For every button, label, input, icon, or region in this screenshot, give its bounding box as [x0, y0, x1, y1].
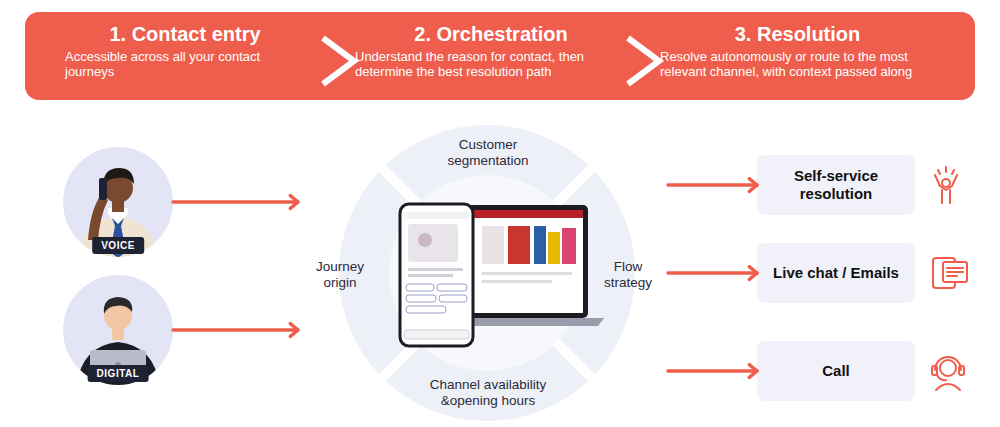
- chat-icon: [933, 258, 967, 288]
- segment-label: Journey origin: [298, 259, 382, 291]
- icon-head: [942, 179, 950, 187]
- phone-frame: [400, 204, 473, 346]
- text-line: [408, 274, 453, 277]
- icon-headband: [935, 357, 961, 370]
- step-description: Resolve autonomously or route to the mos…: [660, 49, 935, 79]
- ring-segment: Journey origin: [298, 150, 382, 400]
- icon-device: [933, 258, 955, 288]
- steps-band: [25, 12, 975, 100]
- ring-divider: [382, 168, 592, 378]
- icon-shoulders: [936, 384, 960, 390]
- chat-button: [406, 284, 434, 291]
- chat-button: [406, 306, 446, 313]
- arrow-head: [290, 324, 298, 337]
- chat-button: [439, 295, 467, 302]
- step-band: 1. Contact entryAccessible across all yo…: [65, 22, 305, 98]
- segment-label: Customer segmentation: [418, 137, 558, 169]
- ring-divider: [382, 168, 592, 378]
- ring-segment: Customer segmentation: [418, 134, 558, 172]
- laptop-screen: [473, 210, 583, 313]
- icon-rays: [938, 167, 954, 174]
- channel-circle: VOICE: [63, 147, 173, 257]
- chat-image-detail: [418, 233, 432, 247]
- phone-mockup: [400, 204, 473, 346]
- product-image: [562, 228, 576, 264]
- chat-image: [408, 224, 458, 262]
- flow-arrow: [173, 324, 298, 337]
- chevron: [323, 38, 354, 84]
- arrow-head: [749, 267, 757, 280]
- laptop-base: [452, 318, 604, 326]
- chat-button: [406, 295, 436, 302]
- flow-arrow: [173, 196, 298, 209]
- self-service-icon: [935, 167, 957, 203]
- product-image: [508, 226, 530, 264]
- chevron: [628, 38, 659, 84]
- channel-badge: DIGITAL: [88, 365, 149, 382]
- arrow-line: [173, 328, 298, 332]
- icon-earpad: [959, 366, 964, 375]
- channel-badge: VOICE: [92, 237, 144, 254]
- site-header: [473, 210, 583, 218]
- product-image: [548, 232, 560, 264]
- ring-center: [389, 175, 585, 371]
- ring-segment: Flow strategy: [588, 150, 668, 400]
- phone-header: [404, 212, 469, 219]
- arrow-line: [668, 369, 757, 373]
- call-icon: [932, 357, 964, 390]
- resolution-label: Live chat / Emails: [773, 264, 899, 282]
- arrow-line: [173, 200, 298, 204]
- text-line: [408, 268, 463, 271]
- product-image: [482, 226, 504, 264]
- chat-input: [404, 330, 469, 339]
- icon-head: [940, 360, 956, 376]
- step-description: Accessible across all your contact journ…: [65, 49, 305, 79]
- flow-arrow: [668, 179, 757, 192]
- icon-arms: [935, 175, 957, 190]
- text-line: [482, 280, 552, 283]
- step-heading: 2. Orchestration: [355, 22, 627, 46]
- icon-bubble: [943, 262, 967, 282]
- text-line: [482, 272, 572, 275]
- step-description: Understand the reason for contact, then …: [355, 49, 627, 79]
- product-image: [534, 226, 546, 264]
- resolution-label: Self-service resolution: [761, 167, 911, 203]
- step-band: 2. OrchestrationUnderstand the reason fo…: [355, 22, 627, 98]
- laptop-bezel: [468, 205, 588, 318]
- icon-lines: [947, 268, 963, 276]
- step-band: 3. ResolutionResolve autonomously or rou…: [660, 22, 935, 98]
- arrow-head: [290, 196, 298, 209]
- arrow-head: [749, 365, 757, 378]
- step-heading: 1. Contact entry: [65, 22, 305, 46]
- arrow-line: [668, 183, 757, 187]
- segment-label: Channel availability &opening hours: [408, 377, 568, 409]
- channel-circle: DIGITAL: [63, 275, 173, 385]
- chat-button: [437, 284, 467, 291]
- segment-label: Flow strategy: [588, 259, 668, 291]
- arrow-head: [749, 179, 757, 192]
- icon-earpad: [932, 366, 937, 375]
- resolution-box: Call: [757, 341, 915, 401]
- arrow-line: [668, 271, 757, 275]
- laptop-mockup: [452, 205, 604, 326]
- orchestration-ring: [339, 125, 635, 421]
- icon-mic: [937, 375, 946, 380]
- resolution-label: Call: [822, 362, 850, 380]
- flow-arrow: [668, 267, 757, 280]
- step-heading: 3. Resolution: [660, 22, 935, 46]
- ring-segment: Channel availability &opening hours: [408, 374, 568, 412]
- resolution-box: Live chat / Emails: [757, 243, 915, 303]
- icon-legs: [942, 190, 950, 203]
- resolution-box: Self-service resolution: [757, 155, 915, 215]
- flow-arrow: [668, 365, 757, 378]
